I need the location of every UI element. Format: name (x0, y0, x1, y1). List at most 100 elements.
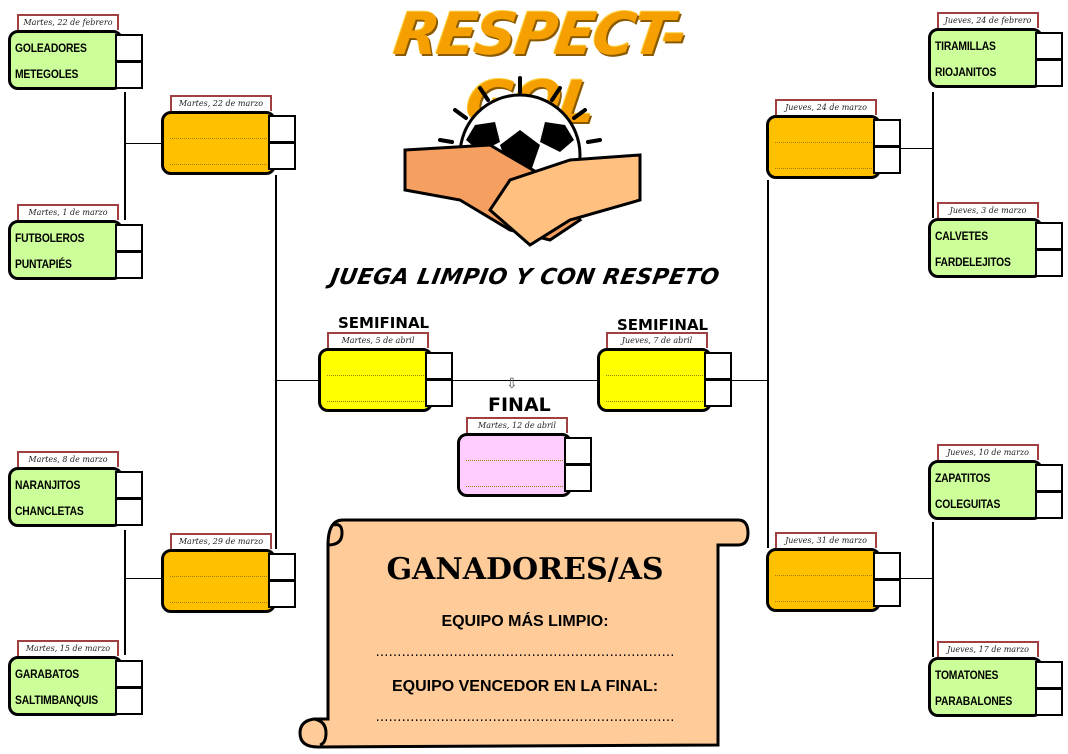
score-box[interactable] (1035, 222, 1063, 250)
team-name: ZAPATITOS (935, 471, 991, 485)
score-box[interactable] (115, 687, 143, 715)
score-box[interactable] (1035, 661, 1063, 689)
match-right-r1-3: Jueves, 10 de marzo ZAPATITOS COLEGUITAS (928, 444, 1068, 522)
score-box[interactable] (704, 379, 732, 407)
match-date: Jueves, 24 de marzo (775, 99, 877, 115)
score-box[interactable] (425, 352, 453, 380)
score-box[interactable] (268, 580, 296, 608)
match-final: Martes, 12 de abril (457, 417, 597, 497)
team-name: METEGOLES (15, 67, 79, 81)
match-date: Martes, 15 de marzo (17, 640, 119, 656)
team-name: RIOJANITOS (935, 65, 997, 79)
score-box[interactable] (115, 34, 143, 62)
match-date: Jueves, 24 de febrero (937, 12, 1039, 28)
score-box[interactable] (268, 553, 296, 581)
match-date: Jueves, 31 de marzo (775, 532, 877, 548)
match-left-r1-3: Martes, 8 de marzo NARANJITOS CHANCLETAS (8, 451, 148, 529)
match-box: NARANJITOS CHANCLETAS (8, 467, 123, 527)
match-right-semifinal: Jueves, 7 de abril (597, 332, 737, 412)
match-box (318, 348, 433, 412)
match-date: Martes, 12 de abril (466, 417, 568, 433)
handshake-ball-logo (403, 76, 642, 247)
score-box[interactable] (425, 379, 453, 407)
team-name: FUTBOLEROS (15, 231, 85, 245)
score-box[interactable] (268, 142, 296, 170)
team-name: PARABALONES (935, 694, 1013, 708)
match-date: Jueves, 10 de marzo (937, 444, 1039, 460)
connector-line (124, 92, 126, 220)
score-box[interactable] (1035, 688, 1063, 716)
team-name: PUNTAPIÉS (15, 257, 72, 271)
match-left-r1-1: Martes, 22 de febrero GOLEADORES METEGOLE… (8, 14, 148, 92)
score-box[interactable] (873, 552, 901, 580)
score-box[interactable] (873, 146, 901, 174)
score-box[interactable] (564, 464, 592, 492)
score-box[interactable] (115, 61, 143, 89)
match-right-quarter-2: Jueves, 31 de marzo (766, 532, 906, 612)
match-box (766, 548, 881, 612)
score-box[interactable] (115, 251, 143, 279)
score-box[interactable] (1035, 32, 1063, 60)
match-left-semifinal: Martes, 5 de abril (318, 332, 458, 412)
champion-team-field[interactable]: …………………………………………………………… (375, 710, 675, 725)
match-box: TIRAMILLAS RIOJANITOS (928, 28, 1043, 88)
match-left-quarter-1: Martes, 22 de marzo (161, 95, 301, 175)
match-box: GARABATOS SALTIMBANQUIS (8, 656, 123, 716)
score-box[interactable] (1035, 491, 1063, 519)
winners-title: GANADORES/AS (386, 552, 664, 587)
team-name: TIRAMILLAS (935, 39, 996, 53)
match-right-quarter-1: Jueves, 24 de marzo (766, 99, 906, 179)
match-date: Martes, 22 de febrero (17, 14, 119, 30)
team-name: NARANJITOS (15, 478, 81, 492)
match-box (457, 433, 572, 497)
match-date: Jueves, 17 de marzo (937, 641, 1039, 657)
slogan: JUEGA LIMPIO Y CON RESPETO (328, 265, 722, 290)
score-box[interactable] (1035, 464, 1063, 492)
connector-line (932, 92, 934, 218)
connector-line (125, 578, 161, 579)
semifinal-label: SEMIFINAL (617, 316, 709, 334)
match-right-r1-1: Jueves, 24 de febrero TIRAMILLAS RIOJANIT… (928, 12, 1068, 90)
connector-line (449, 380, 597, 381)
team-name: SALTIMBANQUIS (15, 693, 99, 707)
score-box[interactable] (564, 437, 592, 465)
match-left-r1-4: Martes, 15 de marzo GARABATOS SALTIMBANQU… (8, 640, 148, 718)
team-name: COLEGUITAS (935, 497, 1001, 511)
score-box[interactable] (115, 660, 143, 688)
team-name: CALVETES (935, 229, 988, 243)
match-box: GOLEADORES METEGOLES (8, 30, 123, 90)
champion-team-label: EQUIPO VENCEDOR EN LA FINAL: (391, 678, 659, 695)
score-box[interactable] (115, 498, 143, 526)
connector-line (898, 148, 932, 149)
match-left-r1-2: Martes, 1 de marzo FUTBOLEROS PUNTAPIÉS (8, 204, 148, 282)
team-name: GOLEADORES (15, 41, 87, 55)
score-box[interactable] (873, 119, 901, 147)
cleanest-team-field[interactable]: …………………………………………………………… (375, 645, 675, 660)
score-box[interactable] (115, 224, 143, 252)
match-box: ZAPATITOS COLEGUITAS (928, 460, 1043, 520)
match-date: Jueves, 3 de marzo (937, 202, 1039, 218)
connector-line (767, 180, 769, 548)
score-box[interactable] (115, 471, 143, 499)
connector-line (124, 530, 126, 655)
score-box[interactable] (704, 352, 732, 380)
team-name: CHANCLETAS (15, 504, 84, 518)
final-label: FINAL (488, 394, 551, 416)
match-left-quarter-2: Martes, 29 de marzo (161, 533, 301, 613)
team-name: GARABATOS (15, 667, 80, 681)
score-box[interactable] (873, 579, 901, 607)
score-box[interactable] (1035, 59, 1063, 87)
score-box[interactable] (1035, 249, 1063, 277)
match-date: Martes, 1 de marzo (17, 204, 119, 220)
match-box (766, 115, 881, 179)
match-box (161, 111, 276, 175)
match-box: FUTBOLEROS PUNTAPIÉS (8, 220, 123, 280)
down-arrow-icon: ⇩ (506, 376, 518, 392)
match-date: Martes, 8 de marzo (17, 451, 119, 467)
score-box[interactable] (268, 115, 296, 143)
